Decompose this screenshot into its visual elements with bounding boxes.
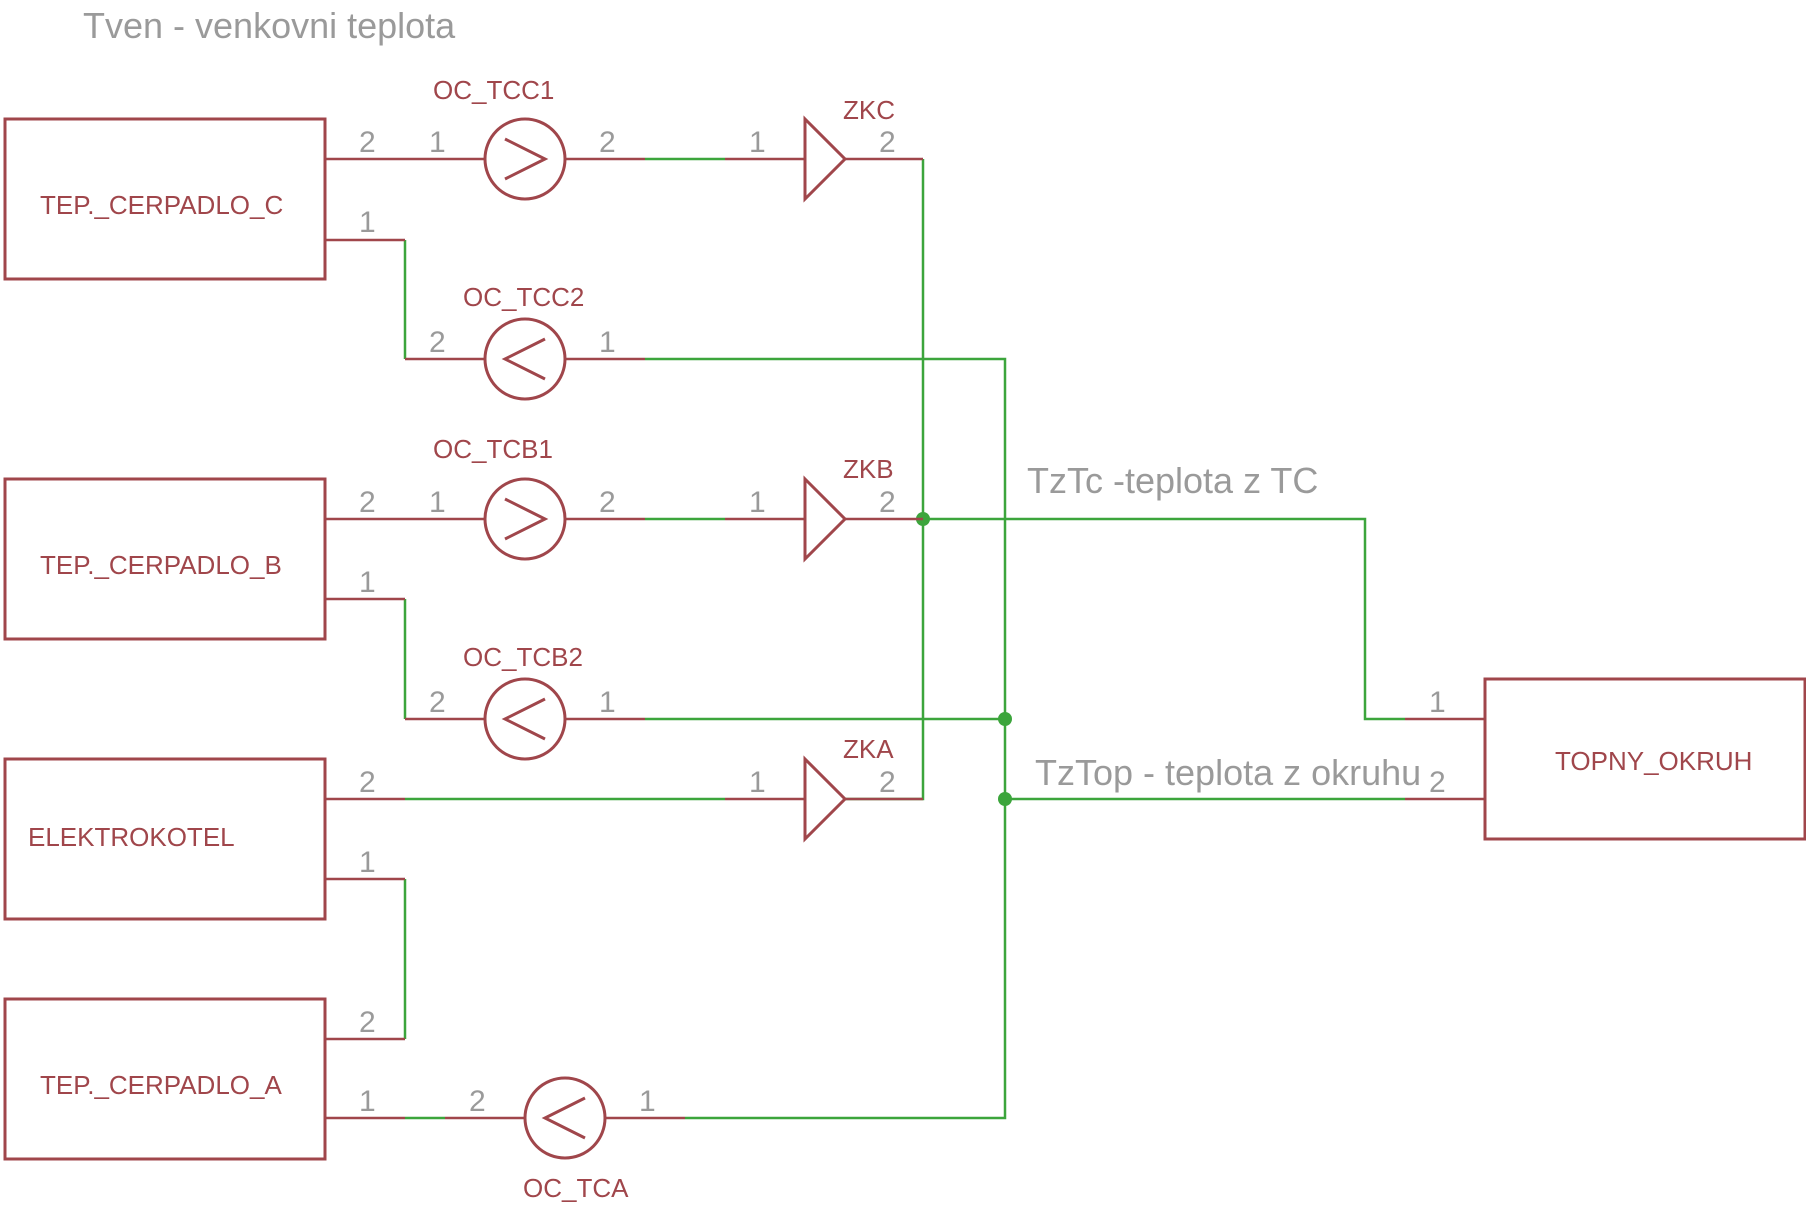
label-zka: ZKA [843,734,894,764]
pin-number: 2 [1429,766,1446,799]
wire-zkb-topny [923,517,1405,721]
label-oc-tcc1: OC_TCC1 [433,75,554,105]
buffer-zka [803,755,848,843]
block-tep-a-label: TEP._CERPADLO_A [40,1070,282,1100]
block-tep-cerpadlo-b [3,477,327,641]
label-oc-tcc2: OC_TCC2 [463,282,584,312]
net-label-tztc: TzTc -teplota z TC [1027,460,1318,501]
pin-number: 1 [749,486,766,519]
comparator-oc-tcb2 [483,677,567,761]
pin-number: 2 [879,126,896,159]
pin-stubs [325,157,1485,1120]
pin-number: 2 [879,766,896,799]
buffer-zkc [803,115,848,203]
pin-numbers: 2 1 1 2 1 2 2 1 2 1 1 2 1 2 2 1 2 1 1 2 … [359,126,1446,1118]
block-tep-cerpadlo-a [3,997,327,1161]
pin-number: 1 [599,326,616,359]
buffer-zkb [803,475,848,563]
comparator-oc-tca [523,1076,607,1160]
pin-number: 1 [359,1085,376,1118]
block-tep-c-label: TEP._CERPADLO_C [40,190,283,220]
pin-number: 2 [359,1006,376,1039]
pin-number: 2 [469,1085,486,1118]
pin-number: 1 [749,766,766,799]
label-zkc: ZKC [843,95,895,125]
net-label-tztop: TzTop - teplota z okruhu [1035,752,1421,793]
pin-number: 2 [359,766,376,799]
pin-number: 2 [599,126,616,159]
pin-number: 1 [359,206,376,239]
pin-number: 2 [359,126,376,159]
pin-number: 1 [429,486,446,519]
block-topny-label: TOPNY_OKRUH [1555,746,1752,776]
pin-number: 2 [359,486,376,519]
pin-number: 1 [599,686,616,719]
block-tep-b-label: TEP._CERPADLO_B [40,550,282,580]
pin-number: 1 [639,1085,656,1118]
wire-tcc2-bus [645,357,1007,1120]
pin-number: 1 [429,126,446,159]
block-topny-okruh [1483,677,1806,841]
pin-number: 1 [359,566,376,599]
pin-number: 2 [429,326,446,359]
comparator-oc-tcb1 [483,477,567,561]
junction-bus-lower [998,792,1012,806]
comparator-oc-tcc2 [483,317,567,401]
pin-number: 2 [429,686,446,719]
net-label-tven: Tven - venkovni teplota [83,5,456,46]
label-oc-tca: OC_TCA [523,1173,629,1203]
label-oc-tcb2: OC_TCB2 [463,642,583,672]
pin-number: 1 [749,126,766,159]
wires [403,157,1405,1120]
label-zkb: ZKB [843,454,894,484]
comparator-oc-tcc1 [483,117,567,201]
pin-number: 2 [599,486,616,519]
block-elektro-label: ELEKTROKOTEL [28,822,235,852]
label-oc-tcb1: OC_TCB1 [433,434,553,464]
junction-bus-upper [998,712,1012,726]
block-elektrokotel [3,757,327,921]
block-tep-cerpadlo-c [3,117,327,281]
pin-number: 1 [359,846,376,879]
pin-number: 2 [879,486,896,519]
pin-number: 1 [1429,686,1446,719]
